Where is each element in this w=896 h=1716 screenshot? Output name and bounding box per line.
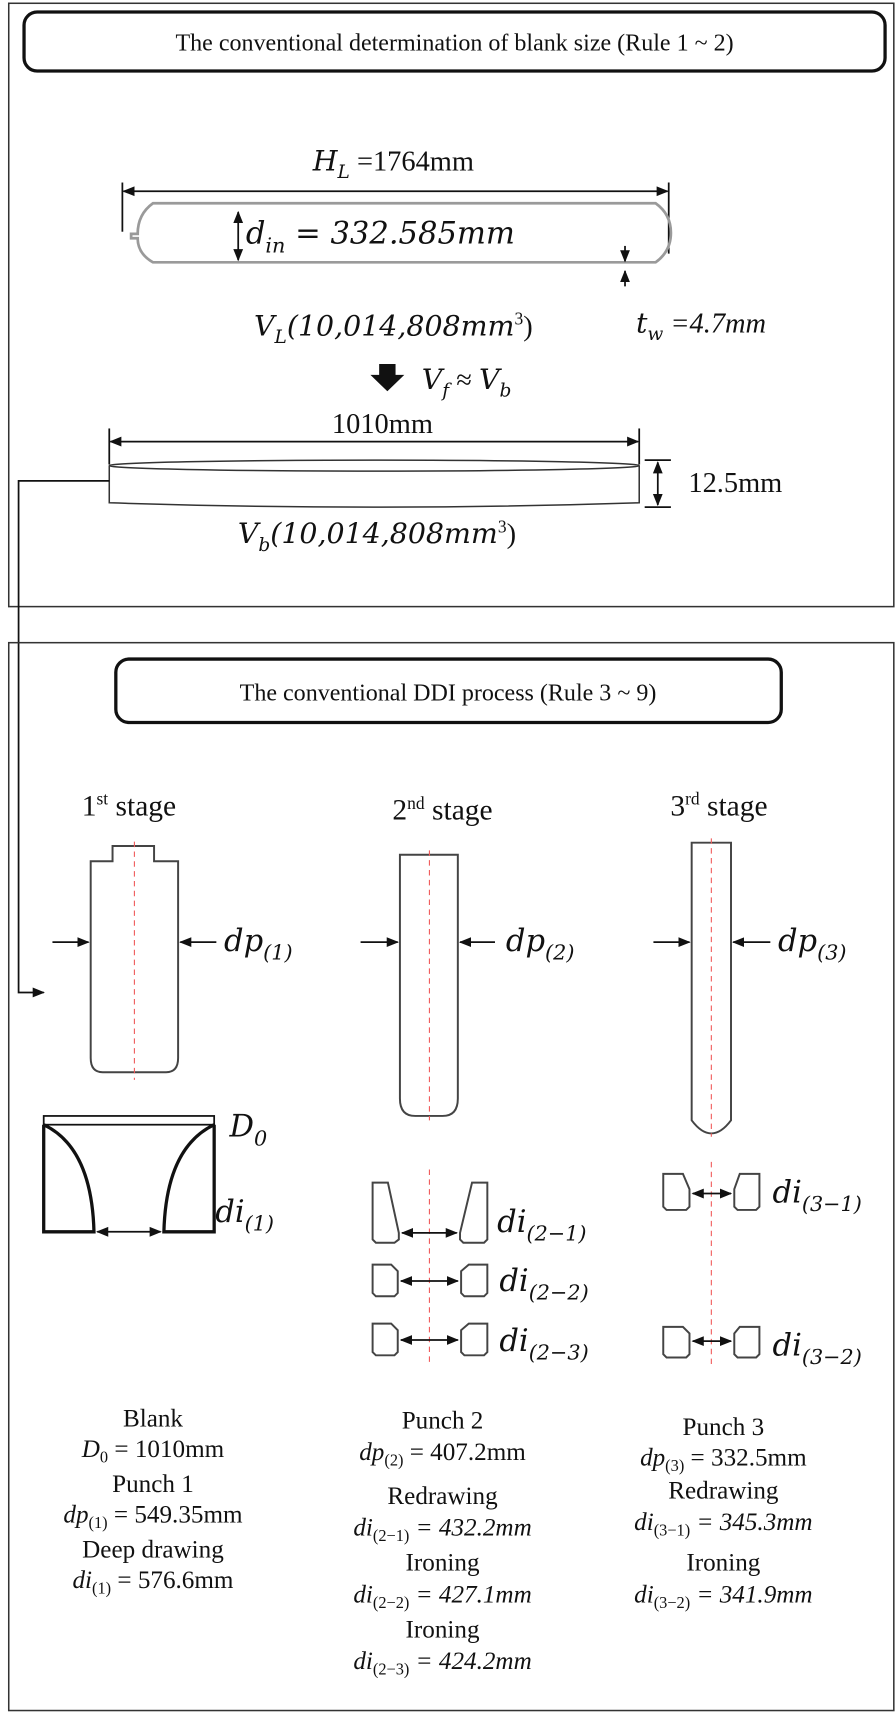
tank-outline	[129, 201, 673, 264]
spec-value: di(1) = 576.6mm	[72, 1567, 233, 1597]
spec-value: di(2−2) = 427.1mm	[353, 1581, 531, 1611]
wall-thickness-label: tw =4.7mm	[636, 306, 766, 345]
panel-frame	[7, 2, 895, 608]
specs-stage-2: Punch 2 dp(2) = 407.2mm Redrawing di(2−1…	[353, 1408, 531, 1679]
specs-stage-3: Punch 3 dp(3) = 332.5mm Redrawing di(3−1…	[634, 1414, 812, 1612]
spec-value: di(3−2) = 341.9mm	[634, 1581, 812, 1611]
die-3-2-label: di(3−2)	[773, 1328, 862, 1369]
panel-title-box	[114, 657, 783, 725]
punch-2-label: dp(2)	[506, 924, 575, 965]
blank-thickness-label: 12.5mm	[688, 468, 782, 499]
ironing-die-left	[371, 1263, 399, 1298]
specs-stage-1: Blank D0 = 1010mm Punch 1 dp(1) = 549.35…	[63, 1405, 243, 1597]
ironing-die-left	[662, 1325, 691, 1359]
die-2-2-label: di(2−2)	[499, 1264, 588, 1305]
ironing-die-right	[460, 1263, 489, 1298]
redrawing-die-right	[733, 1172, 761, 1211]
spec-value: D0 = 1010mm	[81, 1436, 225, 1466]
spec-title: Redrawing	[387, 1483, 498, 1510]
ironing-die-right	[460, 1322, 489, 1357]
spec-title: Ironing	[406, 1616, 480, 1643]
blank-diameter-label: D0	[228, 1110, 267, 1151]
blank-disc	[108, 459, 640, 508]
die-2-1-label: di(2−1)	[497, 1205, 586, 1246]
spec-value: dp(3) = 332.5mm	[640, 1445, 807, 1475]
punch-1-label: dp(1)	[224, 924, 293, 965]
blank-to-die-connector	[17, 480, 110, 998]
down-arrow-icon	[370, 363, 405, 392]
spec-value: di(2−1) = 432.2mm	[353, 1515, 531, 1545]
deep-drawing-die	[42, 1115, 216, 1234]
redrawing-die-left	[371, 1181, 400, 1244]
punch-2	[398, 853, 459, 1117]
spec-value: di(2−3) = 424.2mm	[353, 1648, 531, 1678]
punch-1	[89, 844, 180, 1074]
panel-title: The conventional determination of blank …	[175, 30, 733, 56]
spec-title: Deep drawing	[82, 1537, 224, 1564]
inner-diameter-label: din = 332.585mm	[246, 217, 515, 258]
stage-3-heading: 3rd stage	[670, 788, 767, 822]
ironing-die-right	[733, 1325, 761, 1359]
spec-title: Redrawing	[668, 1477, 779, 1504]
panel-title: The conventional DDI process (Rule 3 ~ 9…	[240, 681, 657, 707]
stage-1-heading: 1st stage	[82, 788, 176, 822]
die-2-3-label: di(2−3)	[499, 1324, 588, 1365]
spec-title: Ironing	[406, 1550, 480, 1577]
ddi-process-panel: The conventional DDI process (Rule 3 ~ 9…	[7, 641, 895, 1712]
volume-equivalence-label: Vf ≈ Vb	[422, 363, 512, 402]
die-1-label: di(1)	[215, 1195, 274, 1236]
spec-title: Punch 2	[402, 1408, 484, 1435]
tank-length-label: HL =1764mm	[312, 145, 474, 184]
spec-value: dp(1) = 549.35mm	[63, 1502, 243, 1532]
blank-width-label: 1010mm	[332, 409, 433, 440]
tank-volume-label: VL(10,014,808mm3)	[254, 309, 533, 349]
ironing-die-left	[371, 1322, 399, 1357]
spec-title: Ironing	[686, 1550, 760, 1577]
stage-2-heading: 2nd stage	[392, 793, 492, 827]
blank-volume-label: Vb(10,014,808mm3)	[238, 516, 516, 556]
die-3-1-label: di(3−1)	[773, 1175, 862, 1216]
redrawing-die-right	[459, 1181, 489, 1244]
spec-title: Blank	[123, 1405, 183, 1432]
blank-size-panel: The conventional determination of blank …	[7, 2, 895, 608]
panel-title-box	[22, 10, 887, 73]
panel-frame	[7, 641, 895, 1712]
spec-value: di(3−1) = 345.3mm	[634, 1509, 812, 1539]
spec-title: Punch 3	[683, 1414, 765, 1441]
spec-title: Punch 1	[112, 1471, 194, 1498]
redrawing-die-left	[662, 1172, 691, 1211]
spec-value: dp(2) = 407.2mm	[359, 1439, 526, 1469]
punch-3-label: dp(3)	[778, 924, 847, 965]
